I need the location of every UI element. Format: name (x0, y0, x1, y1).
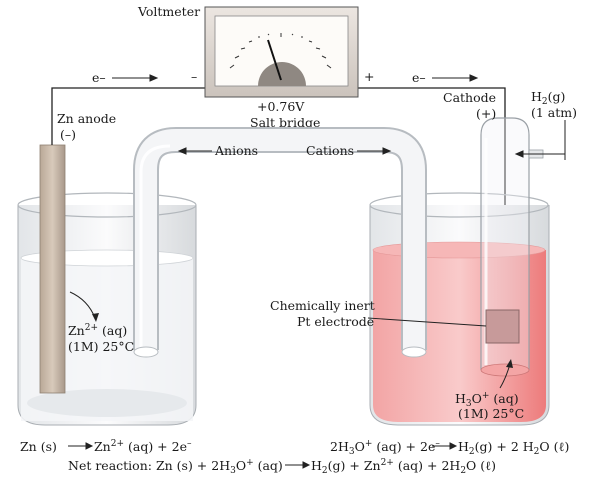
anode-half-reaction-reactant: Zn (s) (20, 439, 57, 454)
hydrogen-gas-tube (480, 117, 544, 377)
anode-reaction-arrow (68, 442, 94, 450)
electron-arrow-right (432, 74, 479, 82)
zn-solution-conditions: (1M) 25°C (68, 339, 134, 354)
voltmeter-needle (267, 39, 282, 81)
hydrogen-pressure-label: (1 atm) (531, 105, 577, 120)
electrode-leader-line (367, 317, 487, 327)
electrode-label-line1: Chemically inert (270, 298, 375, 313)
salt-bridge-label: Salt bridge (250, 115, 320, 130)
hydrogen-gas-label: H2(g) (531, 89, 565, 107)
electrode-label-line2: Pt electrode (297, 314, 374, 329)
hydrogen-inlet-arrow (514, 120, 566, 160)
h3o-solution-conditions: (1M) 25°C (458, 406, 524, 421)
cathode-label: Cathode (443, 90, 496, 105)
voltmeter-minus-terminal: – (191, 69, 197, 84)
voltmeter (204, 6, 359, 98)
cathode-sign: (+) (476, 106, 496, 121)
voltmeter-title: Voltmeter (137, 4, 200, 19)
platinum-electrode (485, 309, 520, 344)
cations-label: Cations (306, 143, 354, 158)
electron-label-left: e– (92, 70, 106, 85)
h3o-ion-label: H3O+ (aq) (455, 391, 519, 409)
anode-sign: (–) (60, 127, 76, 142)
voltmeter-scale (229, 33, 332, 69)
zn-ion-label: Zn2+ (aq) (68, 323, 127, 338)
anode-half-reaction-products: Zn2+ (aq) + 2e– (94, 439, 192, 454)
anions-label: Anions (214, 143, 258, 158)
electron-arrow-left (112, 74, 159, 82)
cathode-half-reaction-products: H2(g) + 2 H2O (ℓ) (458, 439, 569, 457)
cations-arrow (357, 147, 392, 155)
net-reaction-arrow (285, 461, 311, 469)
voltmeter-reading: +0.76V (257, 99, 305, 114)
voltmeter-plus-terminal: + (364, 69, 374, 84)
electron-label-right: e– (412, 70, 426, 85)
zinc-anode-strip (39, 144, 66, 394)
net-reaction-reactants: Net reaction: Zn (s) + 2H3O+ (aq) (68, 458, 283, 476)
cathode-half-reaction-reactants: 2H3O+ (aq) + 2e– (330, 439, 440, 457)
voltmeter-pivot (258, 62, 306, 86)
cathode-reaction-arrow (432, 442, 458, 450)
net-reaction-products: H2(g) + Zn2+ (aq) + 2H2O (ℓ) (311, 458, 496, 476)
anions-arrow (177, 147, 212, 155)
salt-bridge-tube (133, 127, 427, 358)
anode-label: Zn anode (57, 111, 116, 126)
